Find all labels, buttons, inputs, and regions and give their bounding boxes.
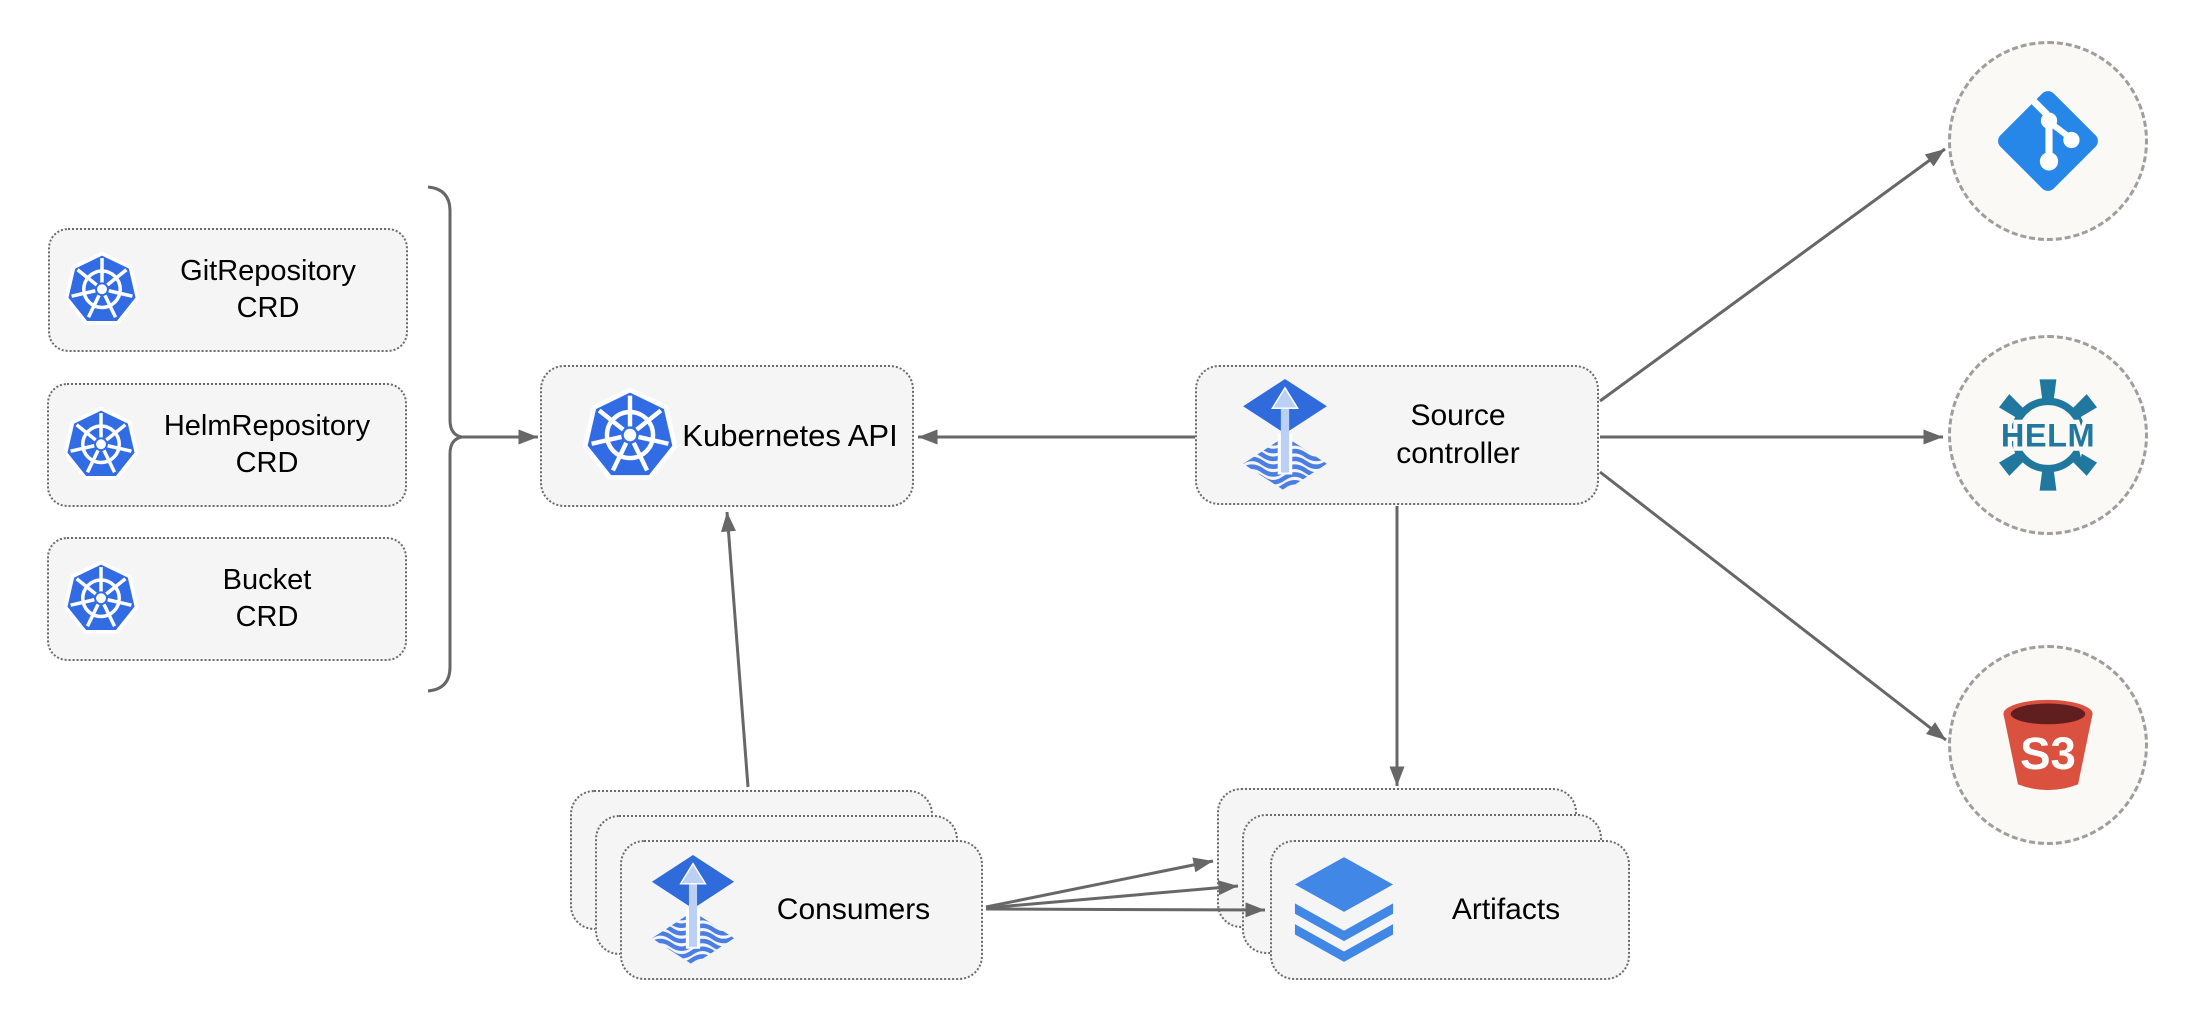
edge-consumers-to-artifacts-back — [985, 857, 1214, 909]
crd-group-bracket — [427, 185, 463, 693]
kubernetes-icon — [63, 561, 139, 637]
kubernetes-icon — [582, 388, 678, 484]
node-label: Bucket CRD — [222, 564, 312, 633]
node-kubernetes-api: Kubernetes API — [540, 365, 914, 507]
node-label: Consumers — [776, 893, 931, 926]
flux-icon — [1241, 379, 1329, 491]
node-helmrepository-crd: HelmRepository CRD — [47, 383, 407, 507]
node-label: GitRepository CRD — [180, 255, 356, 324]
kubernetes-icon — [64, 252, 140, 328]
node-label: Kubernetes API — [682, 418, 898, 453]
node-bucket-crd: Bucket CRD — [47, 537, 407, 661]
node-label: Artifacts — [1451, 893, 1561, 926]
external-source-s3: S3 — [1948, 645, 2148, 845]
helm-icon: HELM — [1997, 379, 2099, 491]
node-artifacts: Artifacts — [1270, 840, 1630, 980]
edge-consumers-to-artifacts-middle — [985, 880, 1239, 910]
edge-consumers-to-kubernetes-api — [721, 511, 750, 788]
helm-logo-text: HELM — [2001, 418, 2095, 454]
external-source-git — [1948, 41, 2148, 241]
node-label: HelmRepository CRD — [163, 410, 371, 479]
edge-source-controller-to-git — [1599, 147, 1946, 403]
flux-icon — [650, 855, 736, 965]
s3-logo-text: S3 — [2020, 728, 2076, 779]
node-source-controller: Source controller — [1195, 365, 1599, 505]
git-icon — [1998, 91, 2098, 191]
s3-bucket-icon: S3 — [2003, 699, 2093, 791]
layers-icon — [1294, 857, 1394, 963]
node-label: Source controller — [1396, 399, 1520, 470]
edge-source-controller-to-s3 — [1599, 470, 1947, 742]
node-gitrepository-crd: GitRepository CRD — [48, 228, 408, 352]
node-consumers: Consumers — [620, 840, 983, 980]
kubernetes-icon — [63, 407, 139, 483]
external-source-helm: HELM — [1948, 335, 2148, 535]
